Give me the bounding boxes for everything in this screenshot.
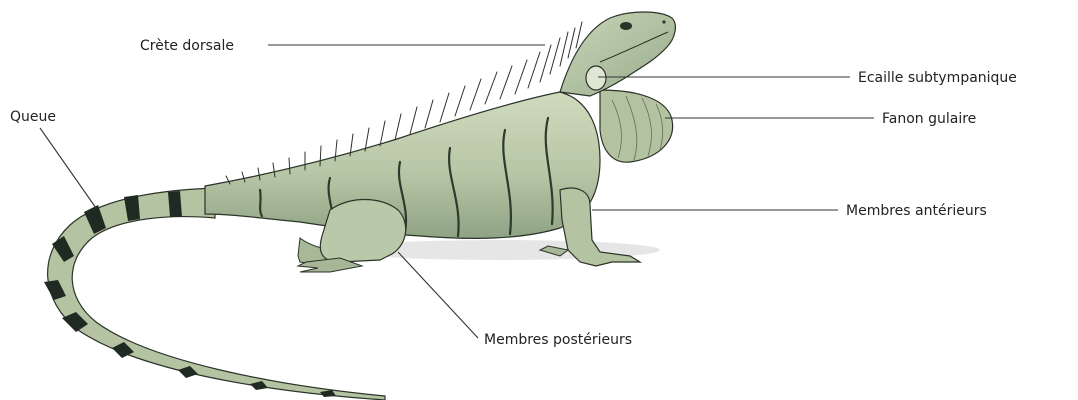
tail-band <box>168 191 182 217</box>
label-fanon-gulaire: Fanon gulaire <box>882 111 976 127</box>
label-ecaille-subtympanique: Ecaille subtympanique <box>858 70 1017 86</box>
leader-queue <box>40 128 96 208</box>
subtympanic-scale <box>586 66 606 90</box>
leader-membres-posterieurs <box>398 252 478 338</box>
label-crete-dorsale: Crète dorsale <box>140 38 234 54</box>
label-membres-anterieurs: Membres antérieurs <box>846 203 987 219</box>
label-membres-posterieurs: Membres postérieurs <box>484 332 632 348</box>
nostril <box>662 20 665 23</box>
label-queue: Queue <box>10 109 56 125</box>
eye <box>620 22 632 30</box>
